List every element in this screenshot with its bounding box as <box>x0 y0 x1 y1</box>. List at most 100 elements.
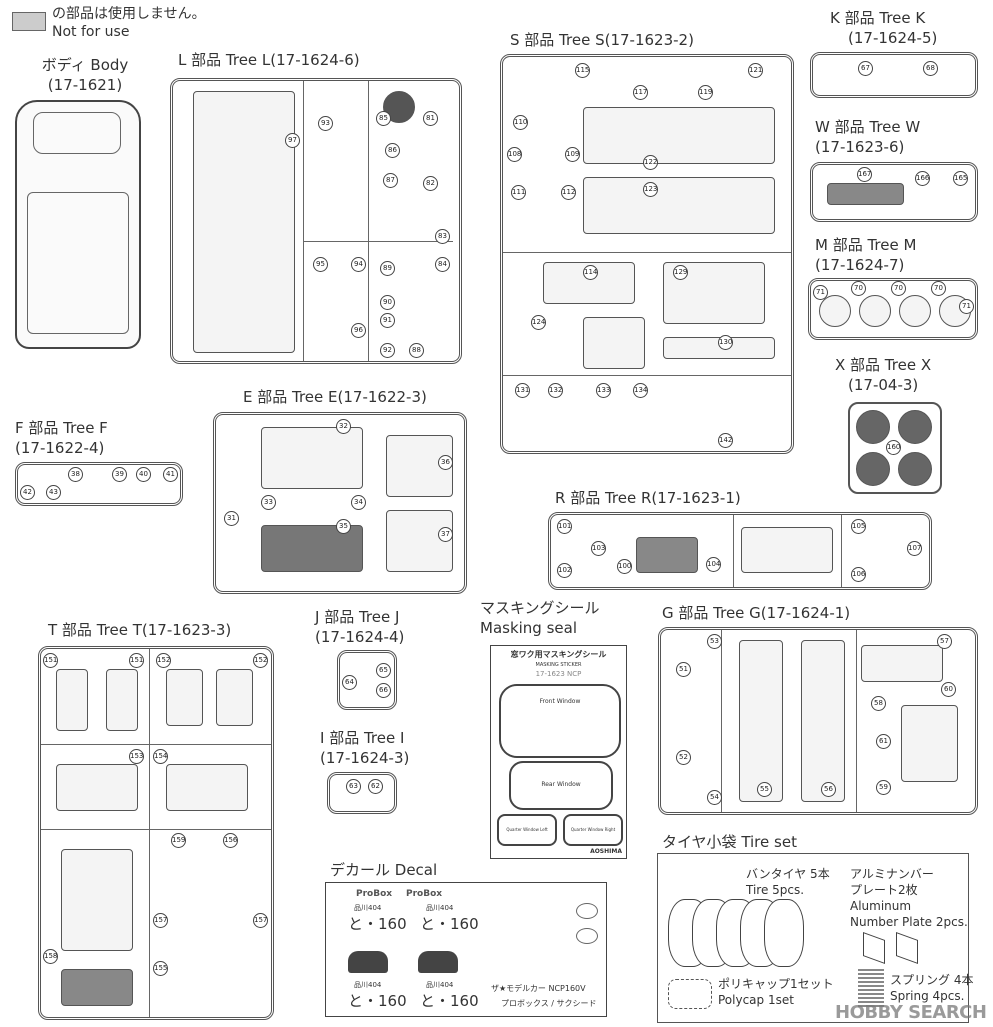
part-number: 71 <box>813 285 828 300</box>
quarter-right-mask: Quarter Window Right <box>563 814 623 846</box>
part-number: 155 <box>153 961 168 976</box>
part-number: 104 <box>706 557 721 572</box>
plate-number: と・160 <box>348 992 407 1010</box>
quarter-left-label: Quarter Window Left <box>506 827 548 832</box>
part-number: 36 <box>438 455 453 470</box>
part-number: 68 <box>923 61 938 76</box>
part-number: 152 <box>253 653 268 668</box>
part-number: 123 <box>643 182 658 197</box>
tree-i-title: I 部品 Tree I <box>320 729 405 747</box>
tree-l-runner: 85 97 93 81 86 82 87 83 95 94 89 90 91 8… <box>170 78 462 364</box>
part-number: 67 <box>858 61 873 76</box>
legend-jp: の部品は使用しません。 <box>52 6 206 22</box>
part-number: 158 <box>43 949 58 964</box>
part-number: 154 <box>153 749 168 764</box>
part-number: 92 <box>380 343 395 358</box>
tree-k-title: K 部品 Tree K <box>830 9 926 27</box>
plate-en-2: Number Plate 2pcs. <box>850 915 968 929</box>
front-window-label: Front Window <box>539 698 581 705</box>
tire-jp: バンタイヤ 5本 <box>746 867 830 881</box>
part-number: 82 <box>423 176 438 191</box>
part-number: 132 <box>548 383 563 398</box>
part-number: 53 <box>707 634 722 649</box>
part-number: 57 <box>937 634 952 649</box>
part-number: 85 <box>376 111 391 126</box>
part-number: 59 <box>876 780 891 795</box>
part-number: 96 <box>351 323 366 338</box>
part-number: 70 <box>931 281 946 296</box>
tree-j-runner: 64 65 66 <box>337 650 397 710</box>
plate-top: 品川404 <box>354 981 382 989</box>
part-number: 117 <box>633 85 648 100</box>
part-number: 167 <box>857 167 872 182</box>
decal-caption-1: ザ★モデルカー NCP160V <box>491 984 586 993</box>
legend-en: Not for use <box>52 24 130 40</box>
tree-k-runner: 67 68 <box>810 52 978 98</box>
part-number: 103 <box>591 541 606 556</box>
part-number: 37 <box>438 527 453 542</box>
part-number: 35 <box>336 519 351 534</box>
plate-en-1: Aluminum <box>850 899 912 913</box>
part-number: 165 <box>953 171 968 186</box>
part-number: 51 <box>676 662 691 677</box>
part-number: 119 <box>698 85 713 100</box>
part-number: 84 <box>435 257 450 272</box>
part-number: 70 <box>891 281 906 296</box>
part-number: 114 <box>583 265 598 280</box>
not-for-use-swatch <box>12 12 46 31</box>
body-code: (17-1621) <box>47 76 123 94</box>
part-number: 31 <box>224 511 239 526</box>
tire-set-box: バンタイヤ 5本 Tire 5pcs. アルミナンバー プレート2枚 Alumi… <box>657 853 973 1023</box>
part-number: 91 <box>380 313 395 328</box>
tree-r-runner: 101 102 103 100 104 105 106 107 <box>548 512 932 590</box>
part-number: 42 <box>20 485 35 500</box>
part-number: 65 <box>376 663 391 678</box>
spring-drawing <box>858 969 884 1009</box>
part-number: 90 <box>380 295 395 310</box>
masking-title-en: Masking seal <box>480 619 578 637</box>
tree-s-runner: 115 117 119 121 110 108 109 122 111 112 … <box>500 54 794 454</box>
part-number: 32 <box>336 419 351 434</box>
part-number: 60 <box>941 682 956 697</box>
tree-w-code: (17-1623-6) <box>815 138 905 156</box>
part-number: 101 <box>557 519 572 534</box>
part-number: 133 <box>596 383 611 398</box>
part-number: 70 <box>851 281 866 296</box>
part-number: 63 <box>346 779 361 794</box>
part-number: 94 <box>351 257 366 272</box>
tree-r-title: R 部品 Tree R(17-1623-1) <box>555 489 741 507</box>
tree-m-code: (17-1624-7) <box>815 256 905 274</box>
tree-i-runner: 63 62 <box>327 772 397 814</box>
part-number: 153 <box>129 749 144 764</box>
part-number: 83 <box>435 229 450 244</box>
tree-i-code: (17-1624-3) <box>320 749 410 767</box>
part-number: 56 <box>821 782 836 797</box>
part-number: 41 <box>163 467 178 482</box>
rear-window-label: Rear Window <box>541 781 581 788</box>
body-title: ボディ Body <box>41 56 129 74</box>
toyota-emblem <box>576 928 598 944</box>
tree-x-frame: 160 <box>848 402 942 494</box>
tree-e-runner: 32 36 33 34 31 35 37 <box>213 412 467 594</box>
tire-stack <box>668 899 804 967</box>
plate-top: 品川404 <box>426 904 454 912</box>
part-number: 61 <box>876 734 891 749</box>
decal-title: デカール Decal <box>330 861 438 879</box>
part-number: 34 <box>351 495 366 510</box>
part-number: 142 <box>718 433 733 448</box>
meter-decal <box>418 951 458 973</box>
tree-s-title: S 部品 Tree S(17-1623-2) <box>510 31 694 49</box>
car-body-drawing <box>15 100 141 349</box>
part-number: 134 <box>633 383 648 398</box>
plate-number: と・160 <box>420 915 479 933</box>
tree-e-title: E 部品 Tree E(17-1622-3) <box>243 388 427 406</box>
aluminum-plate <box>863 931 885 965</box>
decal-sheet: ProBox ProBox 品川404 と・160 品川404 と・160 品川… <box>325 882 607 1017</box>
hobby-search-watermark: HOBBY SEARCH <box>835 1002 987 1023</box>
part-number: 64 <box>342 675 357 690</box>
part-number: 111 <box>511 185 526 200</box>
part-number: 108 <box>507 147 522 162</box>
part-number: 109 <box>565 147 580 162</box>
tree-j-title: J 部品 Tree J <box>315 608 400 626</box>
part-number: 115 <box>575 63 590 78</box>
